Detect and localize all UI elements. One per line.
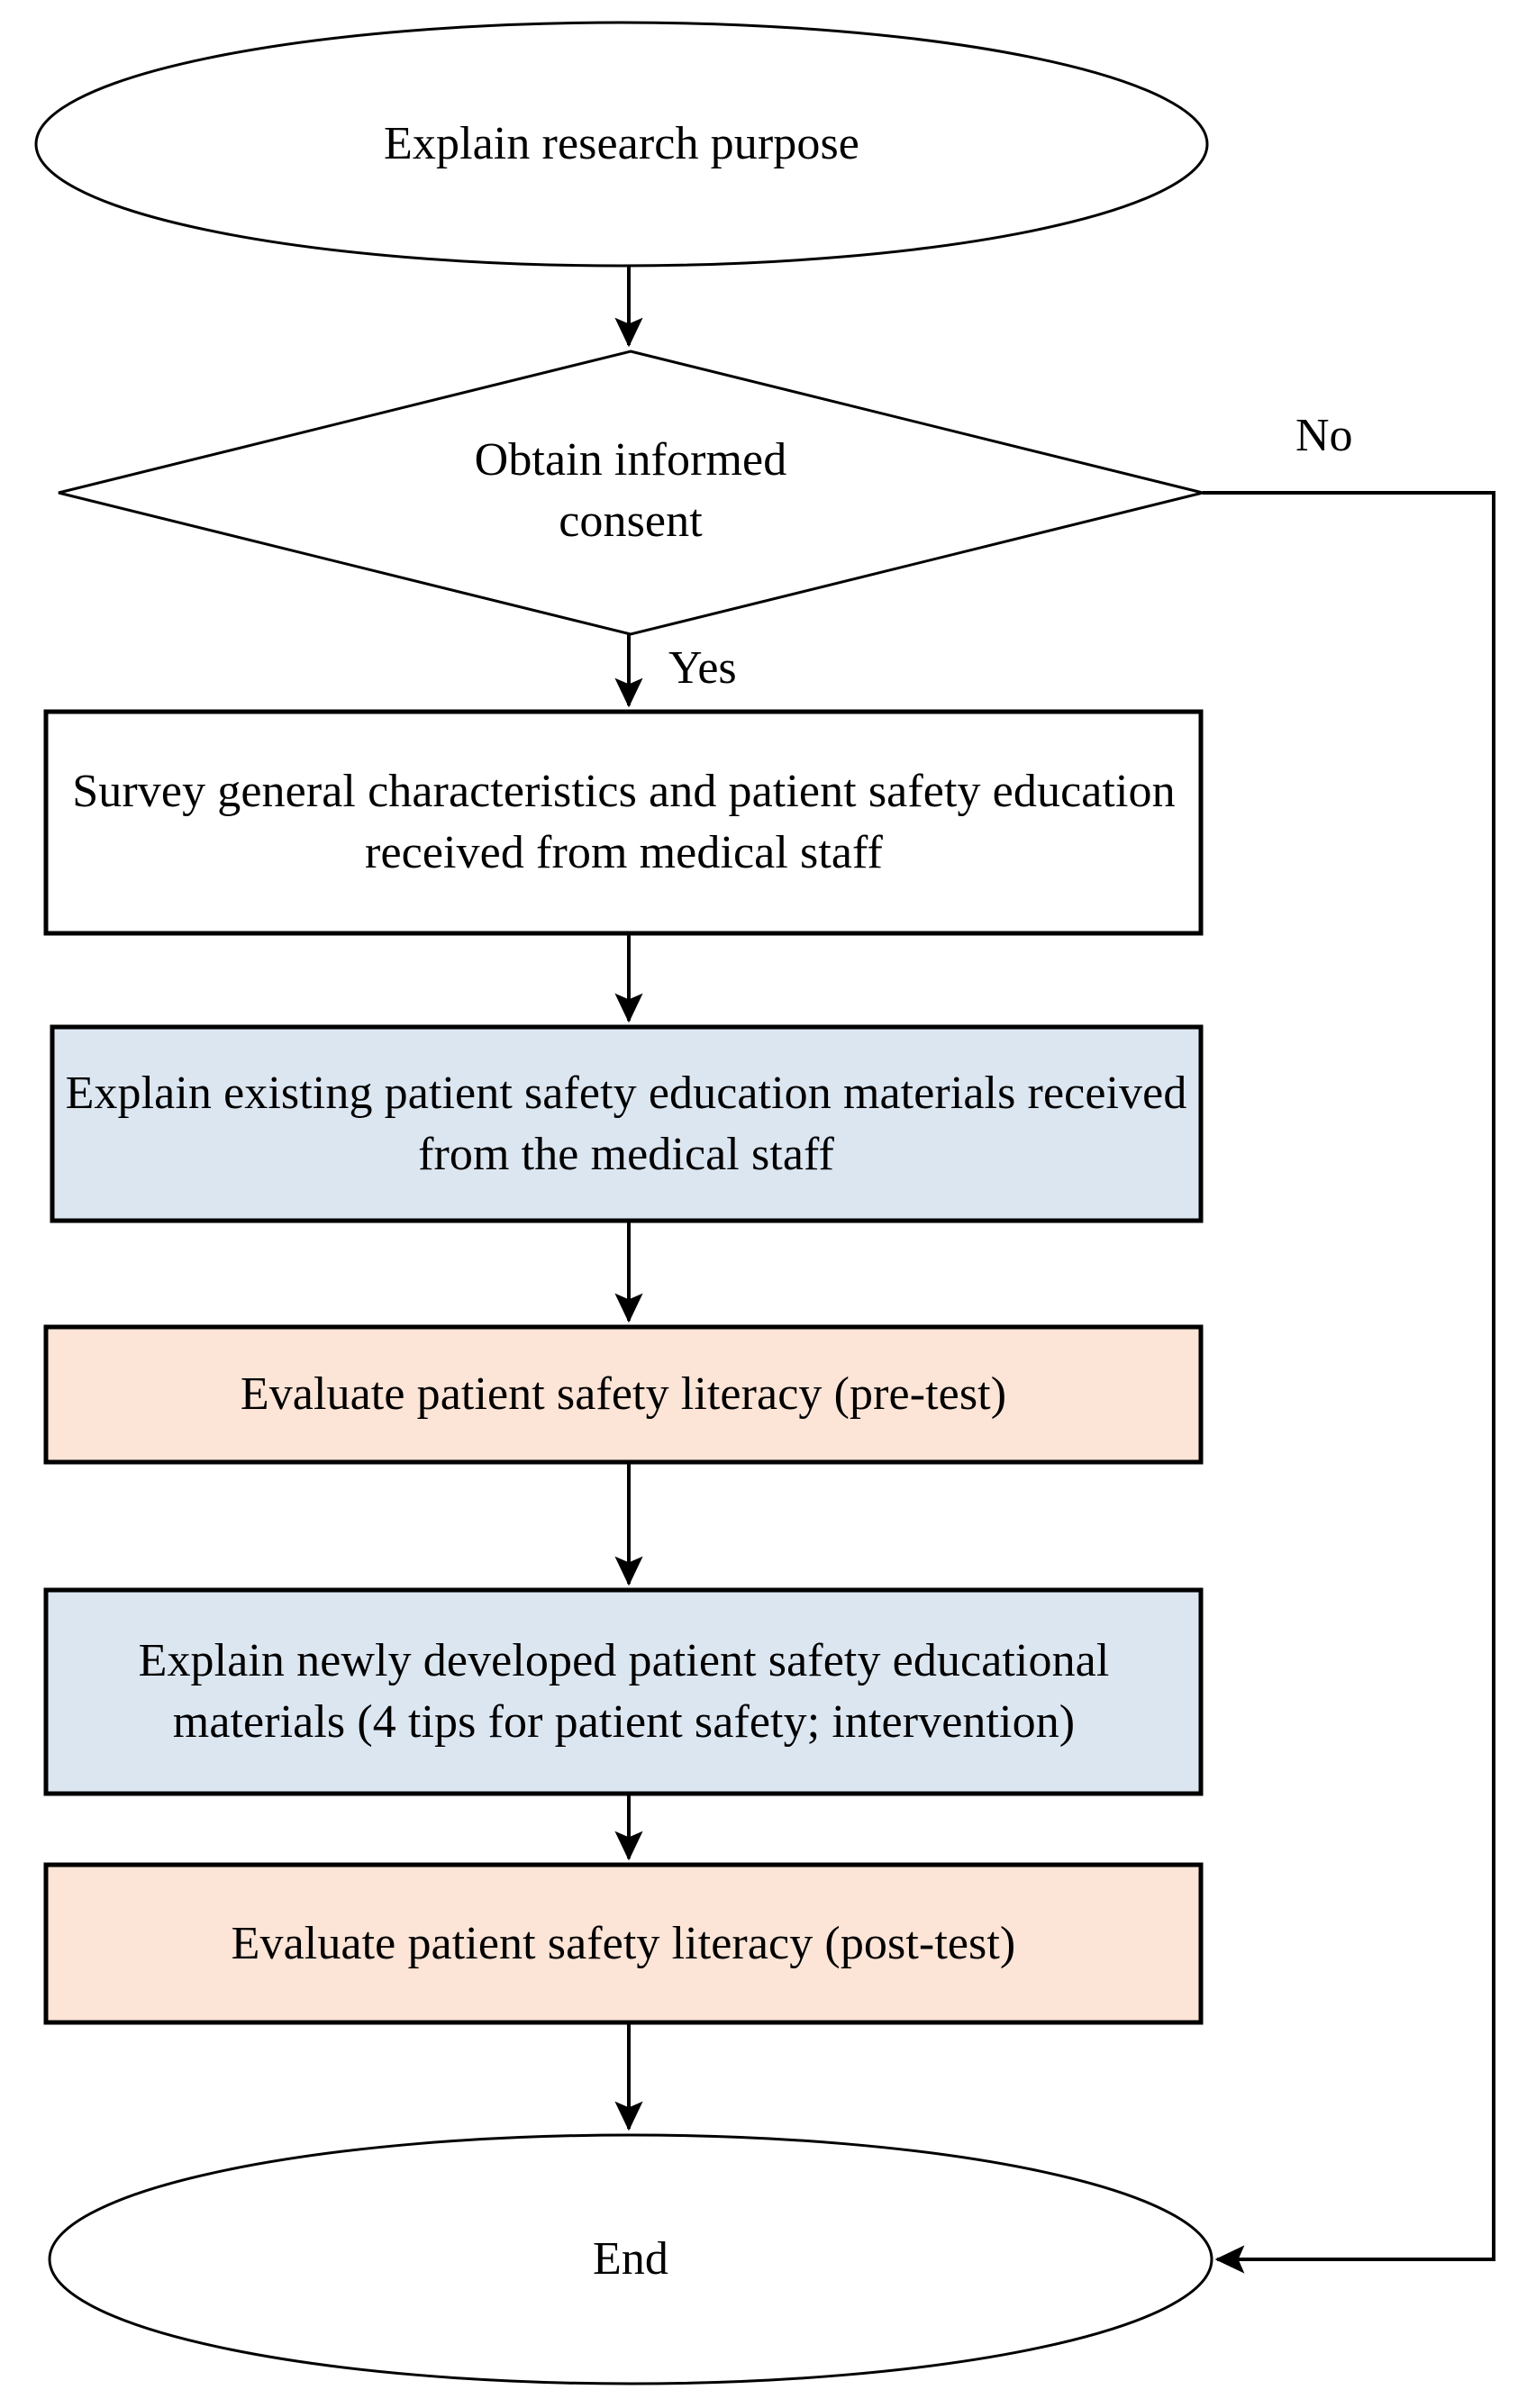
edge-label-no: No [1295,410,1353,461]
edge-label-yes: Yes [668,642,737,694]
node-shape-explain-new[interactable] [43,1587,1204,1796]
node-shape-survey[interactable] [43,709,1204,936]
node-shape-consent[interactable] [58,350,1204,636]
node-shape-post-test[interactable] [43,1862,1204,2025]
node-shape-end[interactable] [48,2133,1213,2385]
node-shape-pre-test[interactable] [43,1324,1204,1465]
node-shape-start[interactable] [34,21,1209,268]
node-shape-explain-existing[interactable] [50,1024,1204,1223]
edge-consent-no [1203,491,1495,2274]
